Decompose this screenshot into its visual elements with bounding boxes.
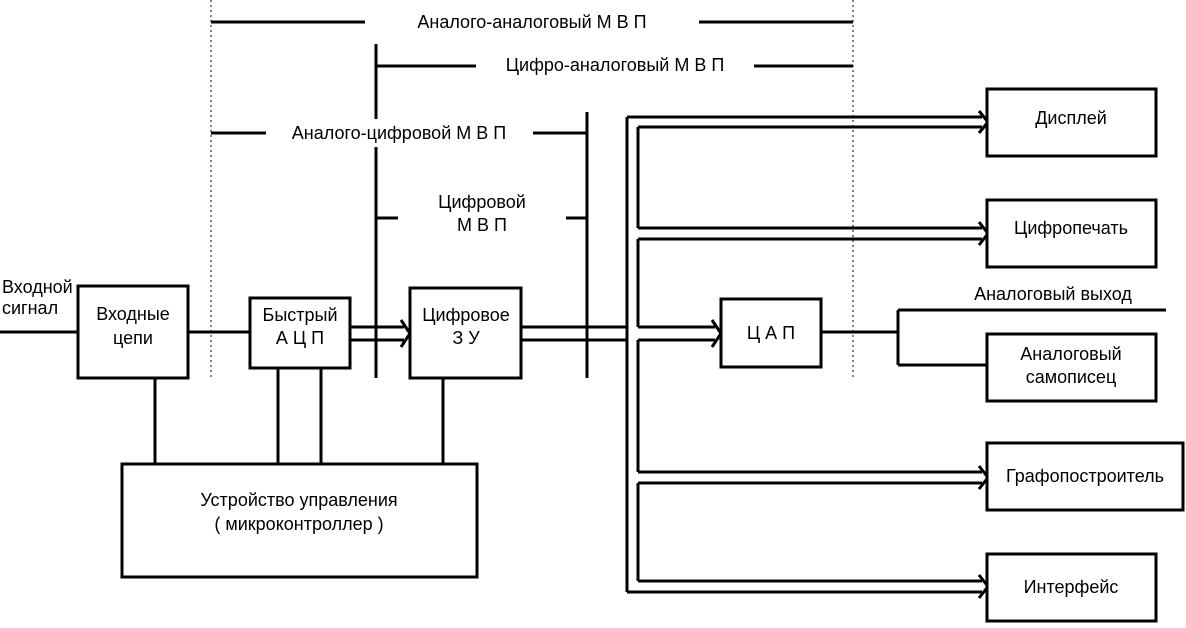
- block-controller-line1: Устройство управления: [200, 490, 397, 510]
- block-digital-memory-line1: Цифровое: [422, 305, 510, 325]
- block-recorder-line1: Аналоговый: [1020, 344, 1121, 364]
- block-recorder-line2: самописец: [1026, 367, 1117, 387]
- block-printer-label: Цифропечать: [1014, 218, 1128, 238]
- label-mvp-digital-2: М В П: [457, 215, 507, 235]
- block-digital-memory-line2: З У: [452, 328, 480, 348]
- block-fast-adc-line1: Быстрый: [263, 305, 338, 325]
- block-input-circuits-line1: Входные: [96, 304, 170, 324]
- block-display: Дисплей: [985, 87, 1158, 158]
- block-controller-line2: ( микроконтроллер ): [214, 514, 383, 534]
- block-digital-memory: Цифровое З У: [408, 286, 523, 380]
- label-mvp-analog-analog: Аналого-аналоговый М В П: [417, 12, 646, 32]
- label-mvp-digital-analog: Цифро-аналоговый М В П: [506, 55, 725, 75]
- block-plotter-label: Графопостроитель: [1006, 466, 1164, 486]
- block-fast-adc: Быстрый А Ц П: [248, 296, 352, 370]
- block-interface-label: Интерфейс: [1024, 577, 1119, 597]
- label-input-signal-2: сигнал: [2, 298, 58, 318]
- block-printer: Цифропечать: [985, 198, 1158, 269]
- block-interface: Интерфейс: [985, 552, 1158, 623]
- label-mvp-analog-digital: Аналого-цифровой М В П: [292, 123, 506, 143]
- block-controller: Устройство управления ( микроконтроллер …: [120, 462, 479, 579]
- block-dac-label: Ц А П: [747, 323, 795, 343]
- block-display-label: Дисплей: [1035, 108, 1107, 128]
- block-recorder: Аналоговый самописец: [985, 332, 1158, 403]
- label-analog-output: Аналоговый выход: [974, 284, 1132, 304]
- block-fast-adc-line2: А Ц П: [276, 328, 324, 348]
- block-input-circuits: Входные цепи: [76, 284, 190, 380]
- block-input-circuits-line2: цепи: [113, 328, 153, 348]
- label-input-signal-1: Входной: [2, 277, 73, 297]
- label-mvp-digital-1: Цифровой: [438, 192, 526, 212]
- block-dac: Ц А П: [719, 297, 823, 369]
- block-plotter: Графопостроитель: [985, 441, 1185, 512]
